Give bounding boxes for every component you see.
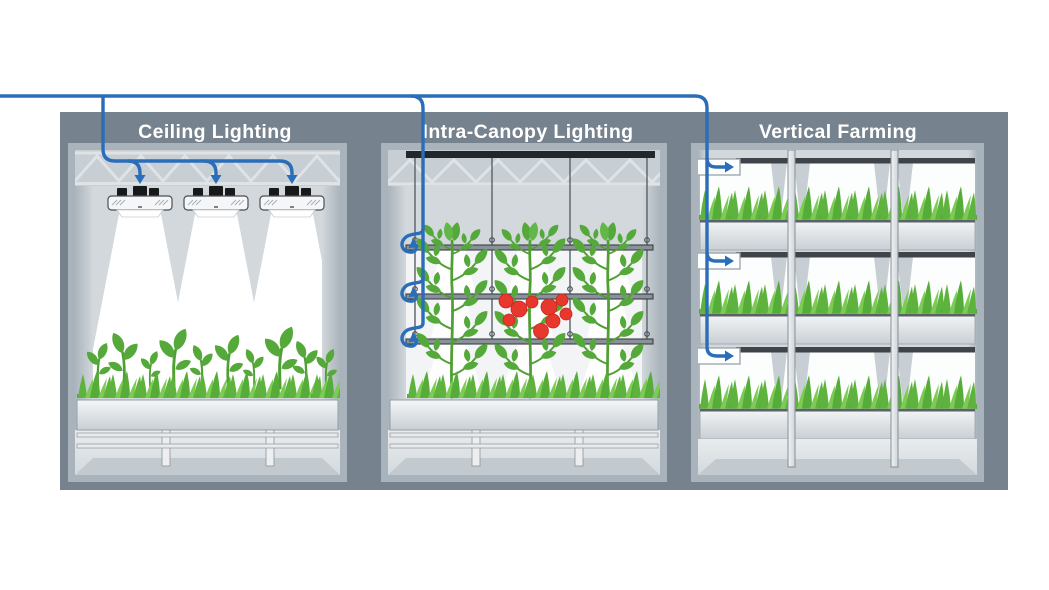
rack-post xyxy=(787,150,796,468)
shelf-slab xyxy=(699,408,976,440)
shelf-feed-line xyxy=(705,157,727,169)
power-lines xyxy=(0,94,734,362)
tomato-fruits xyxy=(498,293,573,339)
roof-truss xyxy=(75,150,340,186)
shelf-tier-2 xyxy=(698,252,977,345)
grow-bench xyxy=(76,399,339,467)
shelf-feed-line xyxy=(705,251,727,263)
side-wall-left xyxy=(75,150,93,460)
lamp-drop-line xyxy=(203,159,218,175)
shelf-light-bar xyxy=(736,252,975,258)
shelf-tier-1 xyxy=(698,158,977,251)
panel-title-intracanopy: Intra-Canopy Lighting xyxy=(423,121,634,143)
shelf-slab xyxy=(699,313,976,345)
floor-bevel xyxy=(698,459,977,475)
ceiling-feed-line xyxy=(101,96,294,175)
panel-ceiling-lighting xyxy=(75,150,340,475)
panel-title-vertical: Vertical Farming xyxy=(759,121,917,143)
cable-coil xyxy=(400,277,425,303)
rack-post xyxy=(890,150,899,468)
floor-bevel xyxy=(75,458,340,475)
ceiling-lamps xyxy=(107,185,325,218)
shelf-tier-3 xyxy=(698,347,977,440)
panel-vertical-farming xyxy=(698,150,977,475)
panel-intracanopy-lighting xyxy=(388,150,660,475)
lamp-drop-line xyxy=(127,159,142,175)
shelf-slab xyxy=(699,219,976,251)
shelf-light-bar xyxy=(736,158,975,164)
intracanopy-feed-line xyxy=(410,94,425,323)
floor-bevel xyxy=(388,458,660,475)
shelf-light-bar xyxy=(736,347,975,353)
cable-coil xyxy=(400,322,425,348)
main-power-line xyxy=(0,94,727,358)
side-wall-left xyxy=(388,150,406,460)
cable-coil xyxy=(400,228,425,254)
mounting-bar xyxy=(406,151,655,158)
panel-title-ceiling: Ceiling Lighting xyxy=(138,121,292,143)
grow-bench xyxy=(389,399,659,467)
